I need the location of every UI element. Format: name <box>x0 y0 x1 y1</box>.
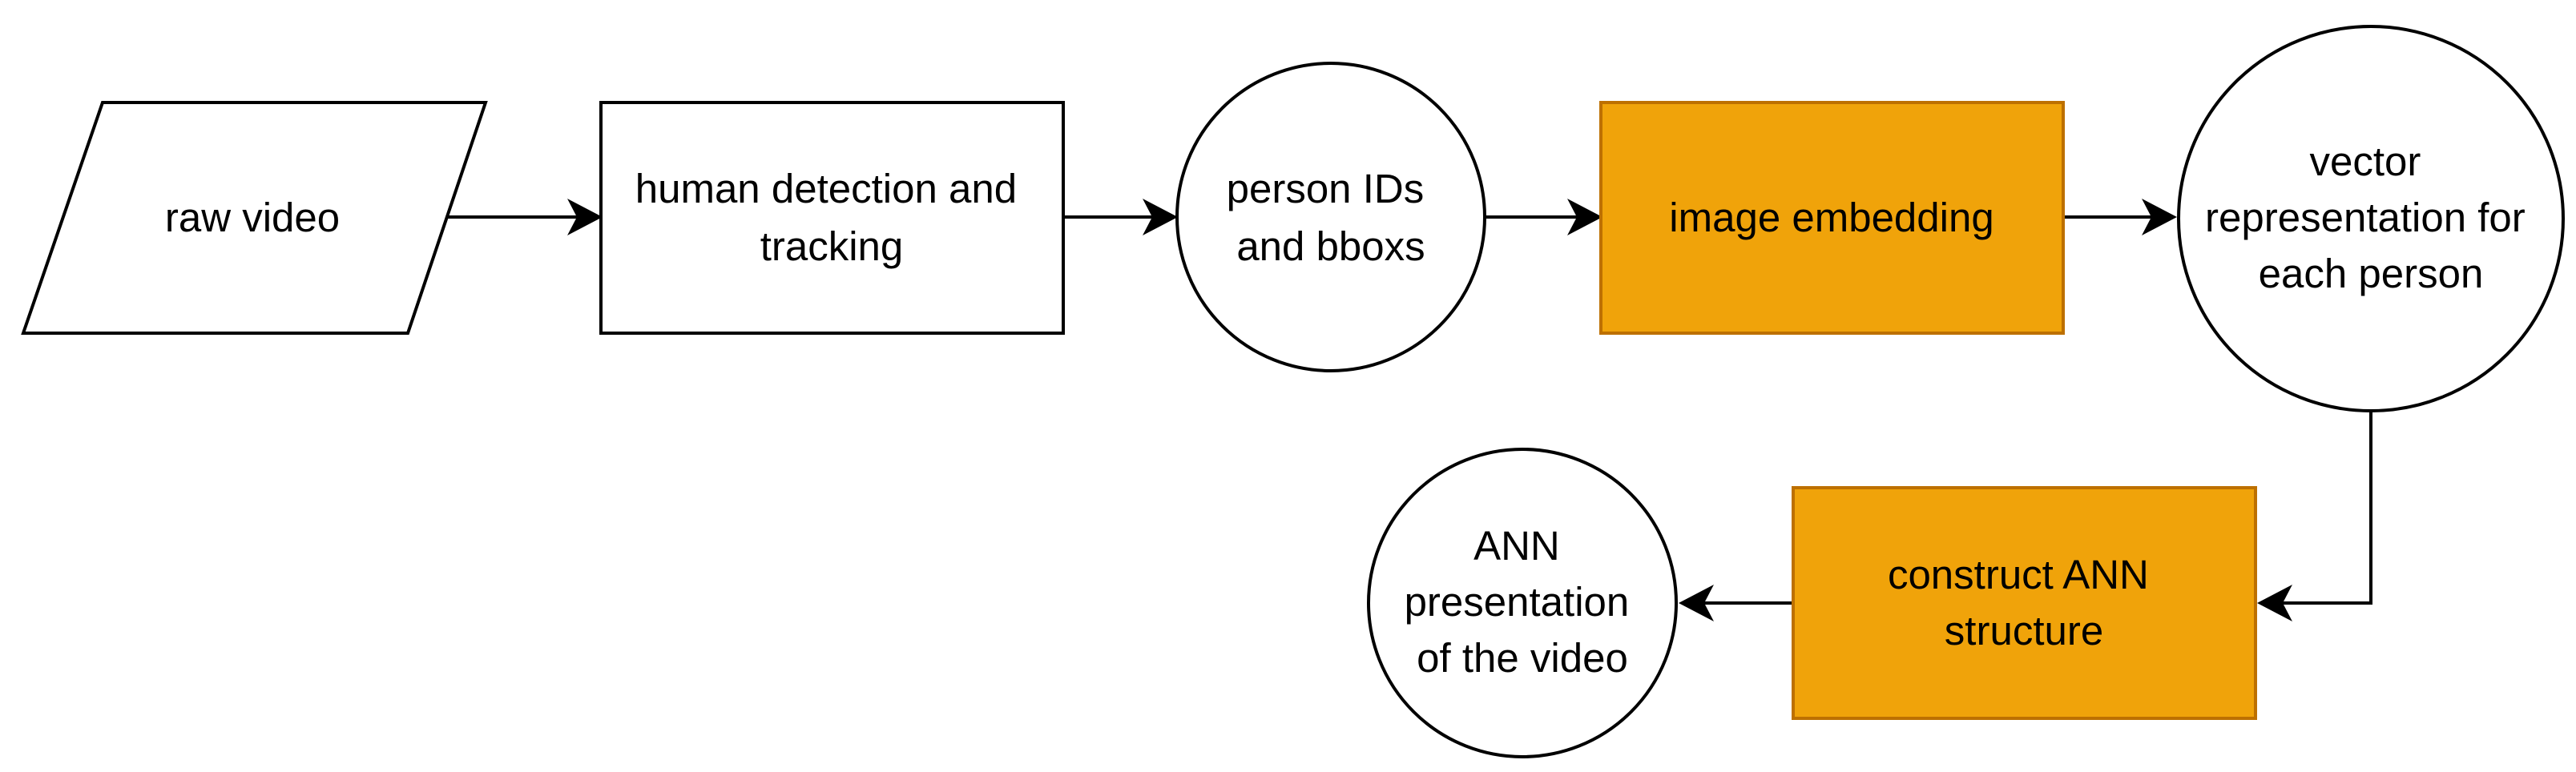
raw-video-shape <box>21 101 488 335</box>
edges <box>447 199 2372 621</box>
person-ids-shape <box>1175 62 1486 372</box>
vector-representation-shape <box>2177 25 2565 412</box>
edge-embedding-to-vector-rep <box>2063 199 2177 235</box>
node-vector-representation: vector representation for each person <box>2177 25 2565 412</box>
construct-ann-shape <box>1792 486 2257 720</box>
human-detection-label: human detection and tracking <box>635 166 1029 269</box>
edge-detection-to-person-ids <box>1063 199 1178 235</box>
human-detection-shape <box>599 101 1065 335</box>
vector-representation-label: vector representation for each person <box>2205 139 2537 296</box>
edge-raw-video-to-detection <box>447 199 603 235</box>
node-person-ids: person IDs and bboxs <box>1175 62 1486 372</box>
image-embedding-label: image embedding <box>1669 195 1993 240</box>
edge-vector-rep-to-construct-ann <box>2257 410 2372 621</box>
node-construct-ann: construct ANN structure <box>1792 486 2257 720</box>
node-human-detection: human detection and tracking <box>599 101 1065 335</box>
ann-presentation-label: ANN presentation of the video <box>1405 523 1641 681</box>
raw-video-label: raw video <box>165 195 340 240</box>
ann-presentation-shape <box>1367 448 1678 758</box>
construct-ann-label: construct ANN structure <box>1888 552 2160 653</box>
node-raw-video: raw video <box>21 101 488 335</box>
edge-construct-ann-to-ann-presentation <box>1679 585 1793 621</box>
node-image-embedding: image embedding <box>1599 101 2065 335</box>
node-ann-presentation: ANN presentation of the video <box>1367 448 1678 758</box>
person-ids-label: person IDs and bboxs <box>1227 166 1436 269</box>
edge-person-ids-to-embedding <box>1485 199 1602 235</box>
image-embedding-shape <box>1599 101 2065 335</box>
